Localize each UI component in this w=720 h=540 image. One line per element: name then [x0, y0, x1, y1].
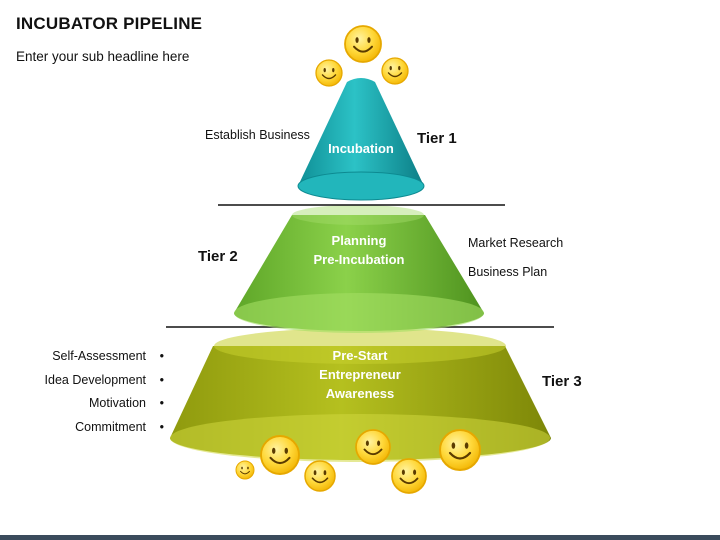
- smiley-face-icon: [315, 59, 343, 87]
- bullet-item: Commitment •: [45, 418, 164, 442]
- tier-3-bullet-list: Self-Assessment • Idea Development • Motiv…: [45, 347, 164, 441]
- bullet-dot-icon: •: [159, 372, 164, 387]
- tier-1-title: Incubation: [328, 141, 394, 156]
- bullet-dot-icon: •: [159, 349, 164, 363]
- tier-1-side-label: Establish Business: [205, 128, 310, 142]
- footer-bar: [0, 535, 720, 540]
- smiley-face-icon: [260, 435, 300, 475]
- bullet-item: Idea Development •: [45, 371, 164, 395]
- bullet-dot-icon: •: [159, 419, 164, 434]
- smiley-face-icon: [235, 460, 255, 480]
- tier-1-cone: [297, 78, 425, 201]
- tier-2-frustum: [234, 205, 484, 333]
- tier-3-title-line-3: Awareness: [326, 386, 394, 401]
- bullet-text: Commitment: [75, 419, 146, 434]
- smiley-face-icon: [439, 429, 481, 471]
- tier-3-label: Tier 3: [542, 373, 582, 390]
- bullet-dot-icon: •: [159, 396, 164, 410]
- page-title: INCUBATOR PIPELINE: [16, 14, 203, 33]
- smiley-face-icon: [381, 57, 409, 85]
- smiley-face-icon: [391, 458, 427, 494]
- page-subtitle: Enter your sub headline here: [16, 49, 190, 64]
- tier-2-title-line-1: Planning: [332, 233, 387, 248]
- tier-2-title-line-2: Pre-Incubation: [313, 252, 404, 267]
- bullet-text: Idea Development: [44, 372, 146, 387]
- bullet-text: Motivation: [89, 396, 146, 410]
- smiley-face-icon: [304, 460, 336, 492]
- smiley-face-icon: [344, 25, 382, 63]
- smiley-face-icon: [355, 429, 391, 465]
- tier-2-side-label-2: Business Plan: [468, 265, 548, 279]
- tier-1-label: Tier 1: [417, 130, 457, 147]
- tier-3-title-line-2: Entrepreneur: [319, 367, 401, 382]
- tier-2-label: Tier 2: [198, 248, 238, 265]
- tier-2-side-label-1: Market Research: [468, 236, 564, 250]
- smiley-group: [235, 25, 481, 494]
- bullet-item: Motivation •: [45, 394, 164, 418]
- tier-3-title-line-1: Pre-Start: [333, 348, 389, 363]
- bullet-text: Self-Assessment: [52, 349, 146, 363]
- bullet-item: Self-Assessment •: [45, 347, 164, 371]
